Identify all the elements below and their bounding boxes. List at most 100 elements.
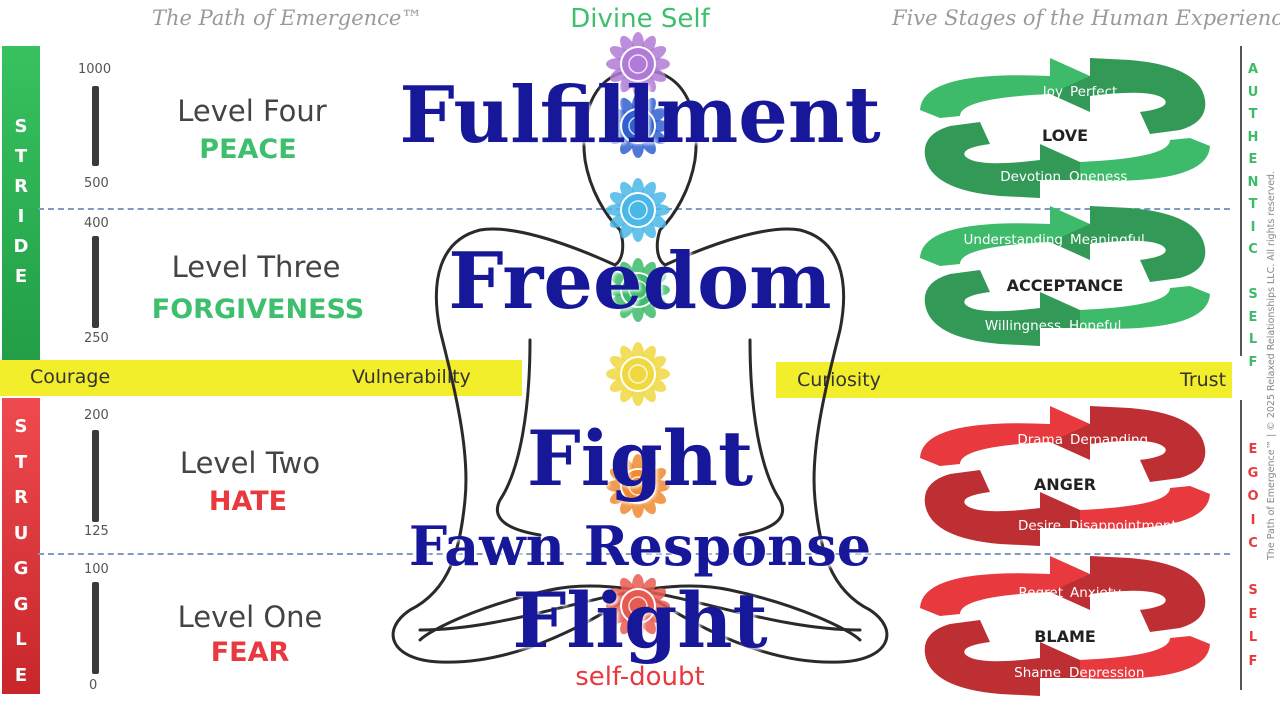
overlay-fight: Fight (526, 414, 754, 503)
tick-400: 400 (84, 216, 109, 231)
letter-l: L (15, 629, 27, 650)
vulnerability-label: Vulnerability (352, 366, 471, 388)
level-two-label: Level Two (179, 446, 321, 480)
letter-e: E (14, 266, 28, 287)
overlay-freedom: Freedom (448, 236, 832, 327)
cycle-label: Joy (1042, 84, 1063, 100)
cycle-anger (920, 406, 1210, 546)
level-three-sub: FORGIVENESS (151, 294, 365, 325)
cycle-label: Willingness (984, 318, 1061, 334)
letter-g: G (1247, 465, 1259, 481)
heart-chakra-icon (606, 258, 670, 322)
letter-o: O (1247, 489, 1259, 504)
letter-i: I (1250, 512, 1256, 528)
cycle-label: Devotion (1000, 169, 1061, 185)
tick-200: 200 (84, 408, 109, 423)
root-chakra-icon (606, 574, 670, 638)
cycle-label: Anxiety (1070, 585, 1122, 601)
meditating-figure (391, 68, 889, 664)
letter-h: H (1247, 129, 1259, 145)
letter-s: S (1248, 583, 1258, 598)
divine-self-label: Divine Self (570, 4, 710, 34)
cycle-center-label: BLAME (1034, 627, 1096, 646)
cycle-label: Perfect (1070, 84, 1118, 100)
letter-a: A (1247, 62, 1259, 77)
letter-e: E (1248, 442, 1258, 457)
overlay-fulfillment: Fulfillment (399, 70, 881, 161)
tick-125: 125 (84, 524, 109, 539)
cycle-love (920, 58, 1210, 198)
scale-line-l1 (92, 582, 99, 674)
letter-e: E (14, 664, 28, 686)
letter-t: T (1248, 197, 1258, 212)
cycle-label: Understanding (963, 232, 1063, 248)
crown-chakra-icon (606, 32, 670, 96)
tick-100: 100 (84, 562, 109, 577)
self-doubt-label: self-doubt (575, 662, 705, 692)
letter-r: R (14, 176, 28, 197)
cycle-center-label: LOVE (1041, 126, 1089, 145)
letter-f: F (1248, 653, 1258, 669)
cycle-diagrams (920, 58, 1210, 696)
cycle-label: Meaningful (1070, 232, 1145, 248)
cycle-label: Regret (1018, 585, 1063, 601)
cycle-acceptance (920, 206, 1210, 346)
letter-s: S (14, 116, 28, 137)
left-header-title: The Path of Emergence™ (152, 6, 423, 30)
solar-plexus-chakra-icon (606, 342, 670, 406)
separator-bottom (38, 553, 1230, 555)
right-header-title: Five Stages of the Human Experience (892, 6, 1280, 30)
letter-e: E (1248, 309, 1258, 325)
letter-e: E (1248, 606, 1258, 622)
struggle-bar (2, 398, 40, 694)
letter-s: S (1248, 287, 1258, 302)
tick-1000: 1000 (78, 62, 112, 77)
scale-line-l3 (92, 236, 99, 328)
cycle-label: Disappointment (1069, 518, 1177, 534)
courage-label: Courage (30, 366, 111, 388)
level-three-label: Level Three (171, 250, 341, 284)
level-four-label: Level Four (177, 94, 327, 128)
letter-u: U (13, 522, 29, 544)
curiosity-band (776, 362, 1232, 398)
letter-g: G (13, 593, 29, 615)
cycle-label: Depression (1069, 665, 1145, 681)
cycle-center-label: ANGER (1033, 475, 1097, 494)
stride-bar (2, 46, 40, 362)
letter-t: T (14, 146, 28, 167)
authentic-divider (1240, 46, 1242, 356)
letter-i: I (17, 206, 25, 227)
level-two-sub: HATE (208, 486, 288, 517)
overlay-fawn-response: Fawn Response (408, 514, 872, 578)
level-one-label: Level One (177, 600, 323, 634)
cycle-label: Hopeful (1069, 318, 1122, 334)
curiosity-label: Curiosity (797, 369, 881, 391)
overlay-flight: Flight (512, 576, 768, 665)
throat-chakra-icon (606, 178, 670, 242)
cycle-label: Shame (1014, 665, 1061, 681)
letter-d: D (13, 236, 29, 257)
letter-c: C (1248, 536, 1258, 551)
scale-line-l2 (92, 430, 99, 522)
tick-0: 0 (89, 678, 98, 693)
letter-s: S (14, 416, 28, 437)
letter-c: C (1248, 242, 1258, 257)
tick-250: 250 (84, 331, 109, 346)
cycle-blame (920, 556, 1210, 696)
cycle-label: Oneness (1069, 169, 1128, 185)
scale-line-l4 (92, 86, 99, 166)
trust-label: Trust (1180, 369, 1227, 391)
copyright-text: The Path of Emergence™ | © 2025 Relaxed … (1266, 170, 1277, 560)
cycle-label: Desire (1017, 518, 1061, 534)
cycle-label: Drama (1017, 432, 1063, 448)
courage-band (0, 360, 522, 396)
letter-l: L (1248, 630, 1258, 645)
letter-t: T (14, 451, 28, 473)
letter-t: T (1248, 107, 1258, 122)
cycle-center-label: ACCEPTANCE (1006, 276, 1124, 295)
letter-r: R (14, 487, 28, 508)
letter-n: N (1247, 174, 1259, 190)
letter-u: U (1247, 84, 1259, 100)
letter-f: F (1248, 354, 1258, 370)
letter-e: E (1248, 152, 1258, 167)
